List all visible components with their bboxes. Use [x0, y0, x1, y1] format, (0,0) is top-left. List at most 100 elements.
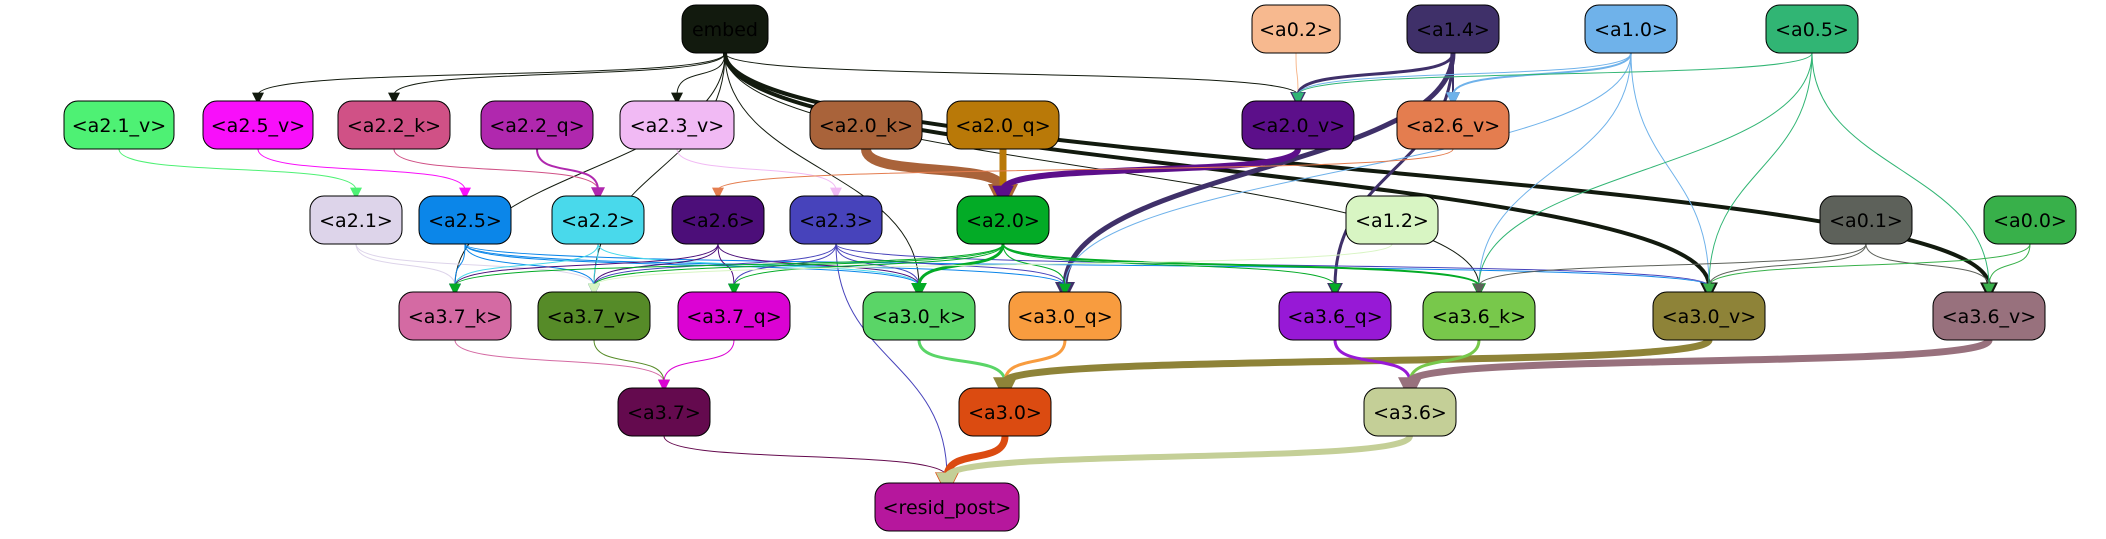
edge-a2-2-to-a3-0-k [597, 243, 925, 296]
node-a2-6-v[interactable]: <a2.6_v> [1396, 100, 1510, 150]
edge-a2-0-to-a3-0-q [1002, 243, 1071, 296]
node-a3-6-label: <a3.6> [1373, 402, 1447, 424]
edge-a2-3-to-a3-0-q [835, 243, 1071, 296]
edge-embed-to-a3-6-v [723, 52, 1998, 301]
node-a3-0-v[interactable]: <a3.0_v> [1652, 291, 1766, 341]
node-a3-6[interactable]: <a3.6> [1363, 387, 1457, 437]
node-a0-2[interactable]: <a0.2> [1251, 4, 1341, 54]
node-a3-7-box [617, 387, 711, 437]
node-a0-1-box [1819, 195, 1913, 245]
nodes-layer: embed <a0.2> <a1.4> <a1.0> <a0.5> <a2.1_v> <a2… [63, 4, 2077, 532]
node-a2-6-label: <a2.6> [681, 210, 755, 232]
node-a3-7-q[interactable]: <a3.7_q> [677, 291, 791, 341]
edge-a2-6-to-a3-7-v [588, 243, 719, 296]
edge-a3-0-to-resid-post [935, 435, 1009, 497]
node-a3-7-k-box [398, 291, 512, 341]
edge-a2-3-to-resid-post [835, 243, 953, 487]
edge-a1-0-to-a3-6-k [1473, 52, 1632, 296]
node-a0-0[interactable]: <a0.0> [1983, 195, 2077, 245]
node-a3-0-q[interactable]: <a3.0_q> [1008, 291, 1122, 341]
edge-a2-0-v-to-a2-0 [992, 147, 1301, 208]
node-a2-2-k-label: <a2.2_k> [347, 115, 441, 137]
node-resid-post-label: <resid_post> [883, 497, 1012, 519]
edge-a1-0-to-a2-0-v [1292, 52, 1632, 105]
edge-embed-to-a3-7-v [588, 52, 726, 296]
node-a3-6-q[interactable]: <a3.6_q> [1278, 291, 1392, 341]
edge-a3-7-to-resid-post [663, 435, 953, 487]
node-a2-6-box [671, 195, 765, 245]
node-a3-6-v[interactable]: <a3.6_v> [1932, 291, 2046, 341]
node-a2-0-k-box [809, 100, 923, 150]
node-a3-6-v-box [1932, 291, 2046, 341]
node-a1-0[interactable]: <a1.0> [1584, 4, 1678, 54]
node-a2-5-box [418, 195, 512, 245]
node-a3-0-label: <a3.0> [968, 402, 1042, 424]
node-a2-2-q-label: <a2.2_q> [489, 115, 584, 137]
node-resid-post[interactable]: <resid_post> [874, 482, 1020, 532]
node-embed-box [681, 4, 769, 54]
node-a3-7-k-label: <a3.7_k> [408, 306, 502, 328]
edge-a2-6-to-a3-0-k [717, 243, 925, 296]
edge-embed-to-a3-0-v [723, 52, 1718, 301]
node-a0-0-box [1983, 195, 2077, 245]
node-resid-post-box [874, 482, 1020, 532]
node-a2-0[interactable]: <a2.0> [956, 195, 1050, 245]
edge-a2-6-v-to-a2-6 [712, 148, 1454, 200]
node-a1-4-box [1406, 4, 1500, 54]
edge-a1-0-to-a3-0-q [1059, 52, 1632, 296]
edge-a2-0-to-a3-7-v [588, 243, 1004, 296]
edge-a3-6-q-to-a3-6 [1333, 339, 1418, 395]
node-a2-0-v[interactable]: <a2.0_v> [1241, 100, 1355, 150]
node-a2-5-v[interactable]: <a2.5_v> [202, 100, 314, 150]
edge-embed-to-a2-3-v [671, 52, 726, 105]
edge-a1-4-to-a3-0-q [1055, 52, 1456, 302]
edge-a3-7-k-to-a3-7 [454, 339, 670, 392]
edge-a2-2-to-a3-7-k [449, 243, 599, 296]
edge-a0-5-to-a2-0-v [1292, 52, 1813, 105]
node-a3-0-k-box [862, 291, 976, 341]
node-a2-2-k[interactable]: <a2.2_k> [337, 100, 451, 150]
node-a2-0-label: <a2.0> [966, 210, 1040, 232]
node-a3-0-q-label: <a3.0_q> [1017, 306, 1112, 328]
node-a2-1-v[interactable]: <a2.1_v> [63, 100, 175, 150]
node-a2-5-v-box [202, 100, 314, 150]
node-a3-7-k[interactable]: <a3.7_k> [398, 291, 512, 341]
node-a2-3[interactable]: <a2.3> [789, 195, 883, 245]
edge-a1-0-to-a3-0-v [1630, 52, 1715, 296]
node-a3-0-k[interactable]: <a3.0_k> [862, 291, 976, 341]
node-a2-3-v[interactable]: <a2.3_v> [619, 100, 735, 150]
node-a0-1[interactable]: <a0.1> [1819, 195, 1913, 245]
node-a3-0[interactable]: <a3.0> [958, 387, 1052, 437]
node-embed[interactable]: embed [681, 4, 769, 54]
node-a2-1-v-box [63, 100, 175, 150]
node-a1-4[interactable]: <a1.4> [1406, 4, 1500, 54]
node-a3-7-v[interactable]: <a3.7_v> [537, 291, 651, 341]
node-a2-1[interactable]: <a2.1> [309, 195, 403, 245]
node-a3-6-q-box [1278, 291, 1392, 341]
node-a2-0-q[interactable]: <a2.0_q> [946, 100, 1060, 150]
node-a1-2[interactable]: <a1.2> [1345, 195, 1439, 245]
edge-a0-2-to-a2-0-v [1291, 52, 1304, 105]
edge-a2-6-to-a3-7-k [449, 243, 719, 296]
node-a2-2[interactable]: <a2.2> [551, 195, 645, 245]
node-a2-6-v-label: <a2.6_v> [1406, 115, 1500, 137]
node-a0-5[interactable]: <a0.5> [1765, 4, 1859, 54]
node-a2-6[interactable]: <a2.6> [671, 195, 765, 245]
node-a2-2-q[interactable]: <a2.2_q> [480, 100, 594, 150]
node-a2-0-k[interactable]: <a2.0_k> [809, 100, 923, 150]
edge-a0-0-to-a3-0-v [1703, 243, 2031, 296]
edge-a2-0-to-a3-7-q [728, 243, 1004, 296]
edge-a2-5-to-a3-7-k [449, 243, 466, 296]
edges-layer [118, 52, 2031, 497]
edge-a0-1-to-a3-0-v [1703, 243, 1867, 296]
edge-embed-to-a2-2-k [388, 52, 726, 105]
edge-a2-5-to-a3-0-v [464, 243, 1715, 296]
node-a3-6-k-label: <a3.6_k> [1432, 306, 1526, 328]
node-a2-0-v-box [1241, 100, 1355, 150]
node-a3-6-k[interactable]: <a3.6_k> [1422, 291, 1536, 341]
node-a2-5[interactable]: <a2.5> [418, 195, 512, 245]
node-a3-7[interactable]: <a3.7> [617, 387, 711, 437]
edge-a2-5-to-a3-0-k [464, 243, 925, 296]
edge-a0-0-to-a3-6-v [1983, 243, 2031, 296]
